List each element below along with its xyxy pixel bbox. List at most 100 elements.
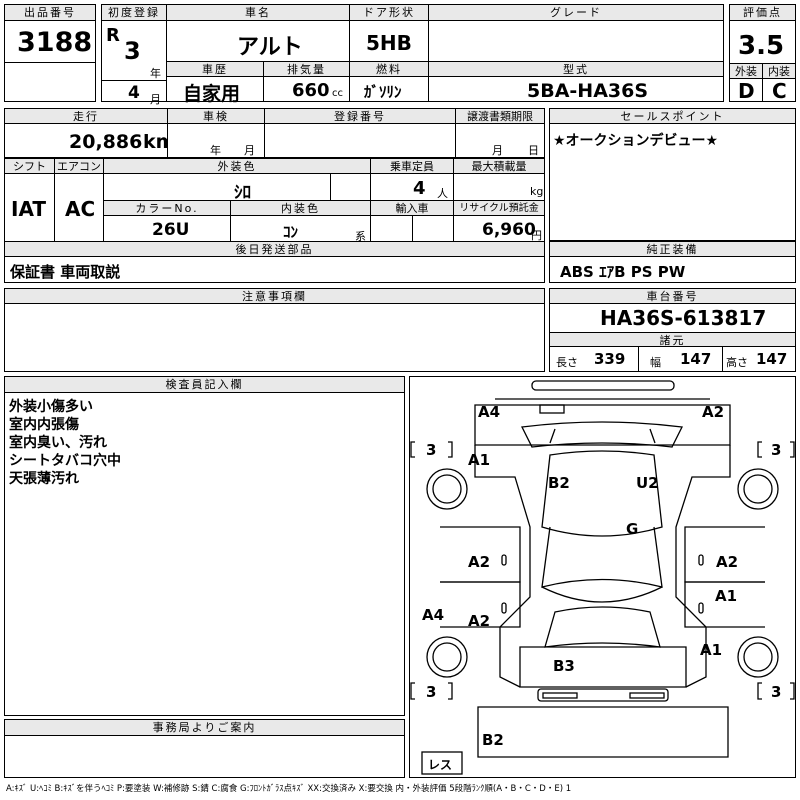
interior-color-cell: 内装色 ｺﾝ 系	[230, 200, 371, 243]
mark-right-mid-a2: A2	[716, 553, 738, 571]
recycle-unit: 円	[531, 229, 542, 242]
import-label: 輸入車	[371, 201, 453, 216]
seats-unit: 人	[437, 187, 448, 200]
grade-cell: グレード	[428, 4, 724, 62]
mark-left-mid: A2	[468, 553, 490, 571]
mark-seat-b2: B2	[548, 474, 570, 492]
grade-label: グレード	[429, 5, 723, 21]
history-label: 車歴	[167, 62, 263, 77]
ac-cell: エアコン AC	[54, 158, 104, 242]
tire-rear-left: 3	[426, 683, 436, 701]
chassis-cell: 車台番号 HA36S-613817 諸元 長さ 339 幅 147 高さ 147	[549, 288, 796, 372]
car-diagram: A4 A2 A1 B2 U2 G A2 A2 A1 A4 A2 A1 B3 B2…	[410, 380, 795, 775]
color-number-cell: カラーNo. 26U	[103, 200, 231, 242]
parts-label: 後日発送部品	[5, 242, 544, 257]
car-diagram-cell: A4 A2 A1 B2 U2 G A2 A2 A1 A4 A2 A1 B3 B2…	[409, 376, 796, 778]
displacement-cell: 排気量 660 cc	[263, 61, 350, 102]
length: 339	[594, 350, 626, 368]
lot-number: 3188	[17, 27, 93, 58]
model-cell: 型式 5BA-HA36S	[428, 61, 724, 102]
recycle-fee: 6,960	[482, 220, 536, 240]
registration-month: 4	[128, 83, 140, 103]
legend: A:ｷｽﾞ U:ﾍｺﾐ B:ｷｽﾞを伴うﾍｺﾐ P:要塗装 W:補修跡 S:錆 …	[6, 784, 572, 794]
color-cell: 外装色 ｼﾛ	[103, 158, 371, 203]
history-cell: 車歴 自家用	[166, 61, 264, 105]
mark-front-left: A4	[478, 403, 500, 421]
mark-right-mid-a1: A1	[715, 587, 737, 605]
month-unit: 月	[150, 93, 161, 106]
lot-number-label: 出品番号	[5, 5, 95, 21]
inspection-month-unit: 月	[244, 144, 255, 157]
load-cell: 最大積載量 kg	[453, 158, 545, 201]
interior-grade: C	[772, 79, 787, 103]
notes-cell: 注意事項欄	[4, 288, 545, 372]
mark-left-rear-a2: A2	[468, 612, 490, 630]
fuel-cell: 燃料 ｶﾞｿﾘﾝ	[349, 61, 429, 102]
office-cell: 事務局よりご案内	[4, 719, 405, 778]
transfer-cell: 譲渡書類期限 月 日	[455, 108, 545, 158]
mileage-label: 走行	[5, 109, 167, 124]
registration-era: R	[106, 25, 120, 46]
exterior-label: 外装	[730, 63, 762, 79]
transfer-label: 譲渡書類期限	[456, 109, 544, 124]
displacement-unit: cc	[332, 88, 343, 99]
score: 3.5	[738, 31, 785, 61]
inspection-year-unit: 年	[210, 144, 221, 157]
mileage: 20,886	[69, 131, 143, 153]
ac: AC	[65, 197, 96, 221]
inspector-cell: 検査員記入欄 外装小傷多い 室内内張傷 室内臭い、汚れ シートタバコ穴中 天張薄…	[4, 376, 405, 716]
inspector-line: 外装小傷多い	[9, 399, 93, 415]
interior-color-label: 内装色	[231, 201, 370, 216]
mark-left-front-door: A1	[468, 451, 490, 469]
inspection-cell: 車検 年 月	[167, 108, 265, 158]
chassis-number: HA36S-613817	[600, 306, 767, 330]
inspection-label: 車検	[168, 109, 264, 124]
door-type: 5HB	[366, 31, 412, 55]
parts-cell: 後日発送部品 保証書 車両取説	[4, 241, 545, 283]
mark-rear-b3: B3	[553, 657, 575, 675]
specs-label: 諸元	[550, 332, 795, 347]
mark-front-right: A2	[702, 403, 724, 421]
ac-label: エアコン	[55, 159, 103, 174]
seats: 4	[413, 178, 426, 199]
recycle-cell: リサイクル預託金 6,960 円	[453, 200, 545, 242]
mark-seat-u2: U2	[636, 474, 659, 492]
width: 147	[680, 350, 712, 368]
office-label: 事務局よりご案内	[5, 720, 404, 736]
load-label: 最大積載量	[454, 159, 544, 174]
height: 147	[756, 350, 788, 368]
fuel: ｶﾞｿﾘﾝ	[364, 83, 402, 101]
import-cell: 輸入車	[370, 200, 454, 242]
mark-left-rear-a4: A4	[422, 606, 444, 624]
plate-cell: 登録番号	[264, 108, 456, 158]
score-cell: 評価点 3.5 外装 内装 D C	[729, 4, 796, 103]
inspector-line: 天張薄汚れ	[9, 471, 79, 487]
displacement-label: 排気量	[264, 62, 349, 77]
transfer-day-unit: 日	[528, 144, 539, 157]
sales-point-cell: セールスポイント ★オークションデビュー★	[549, 108, 796, 241]
chassis-label: 車台番号	[550, 289, 795, 304]
mark-floor-g: G	[626, 520, 638, 538]
color-number-label: カラーNo.	[104, 201, 230, 216]
inspector-line: 室内内張傷	[9, 417, 79, 433]
exterior-grade: D	[738, 79, 755, 103]
width-label: 幅	[650, 356, 661, 369]
shift-cell: シフト IAT	[4, 158, 55, 242]
history: 自家用	[183, 83, 241, 105]
lot-number-cell: 出品番号 3188	[4, 4, 96, 102]
spare-tire: レス	[428, 758, 452, 772]
seats-label: 乗車定員	[371, 159, 453, 174]
year-unit: 年	[150, 67, 161, 80]
tire-front-left: 3	[426, 441, 436, 459]
interior-color: ｺﾝ	[283, 223, 299, 241]
plate-label: 登録番号	[265, 109, 455, 124]
notes-label: 注意事項欄	[5, 289, 544, 304]
equipment-label: 純正装備	[550, 242, 795, 257]
door-type-cell: ドア形状 5HB	[349, 4, 429, 62]
mark-rear-b2: B2	[482, 731, 504, 749]
mileage-cell: 走行 20,886 km	[4, 108, 175, 158]
color-label: 外装色	[104, 159, 370, 174]
car-name-label: 車名	[167, 5, 349, 21]
fuel-label: 燃料	[350, 62, 428, 77]
seats-cell: 乗車定員 4 人	[370, 158, 454, 201]
